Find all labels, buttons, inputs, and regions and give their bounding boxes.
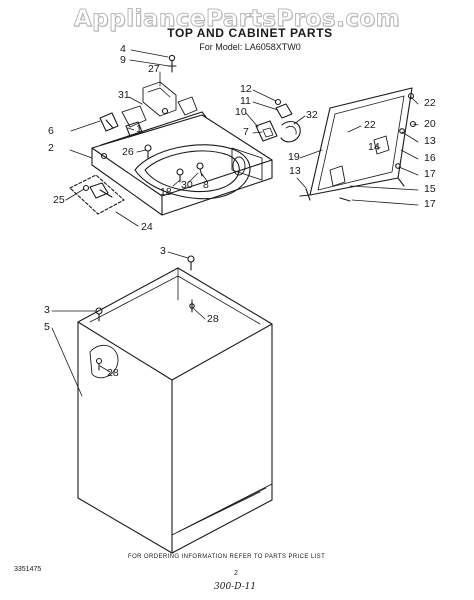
callout-9: 9 <box>120 54 126 66</box>
callout-5: 5 <box>44 321 50 333</box>
hinge-pins <box>99 112 143 137</box>
callout-16: 16 <box>424 152 436 164</box>
control-parts <box>255 98 301 143</box>
leader-lines <box>51 49 419 397</box>
callout-4: 4 <box>120 43 126 55</box>
callout-17-upper: 17 <box>424 168 436 180</box>
document-number: 3351475 <box>14 566 42 573</box>
lid-assembly <box>299 87 417 202</box>
handwritten-note: 300-D-11 <box>214 582 257 592</box>
callout-7: 7 <box>243 126 249 138</box>
callout-12: 12 <box>240 83 252 95</box>
cabinet-body <box>77 255 273 554</box>
callout-22-upper: 22 <box>424 97 436 109</box>
callout-2: 2 <box>48 142 54 154</box>
rear-brackets <box>121 54 198 128</box>
callout-8: 8 <box>203 179 209 191</box>
callout-17-lower: 17 <box>424 198 436 210</box>
callout-28-rear: 28 <box>207 313 219 325</box>
callout-22-lid: 22 <box>364 119 376 131</box>
watermark-text: AppliancePartsPros.com <box>73 6 401 33</box>
callout-3-lower: 3 <box>44 304 50 316</box>
callout-10: 10 <box>235 106 247 118</box>
model-number: For Model: LA6058XTW0 <box>199 42 301 52</box>
callout-32: 32 <box>306 109 318 121</box>
callout-11: 11 <box>240 95 251 107</box>
diagram-title: TOP AND CABINET PARTS <box>167 26 333 40</box>
callout-26: 26 <box>122 146 134 158</box>
callout-18: 18 <box>160 186 172 198</box>
callout-19: 19 <box>288 151 300 163</box>
callout-13-right: 13 <box>424 135 436 147</box>
cabinet-top-panel <box>91 111 273 216</box>
callout-1: 1 <box>136 123 142 135</box>
callout-6: 6 <box>48 125 54 137</box>
callout-13-left: 13 <box>289 165 301 177</box>
top-fasteners <box>100 144 204 183</box>
callout-30: 30 <box>181 179 193 191</box>
callout-24: 24 <box>141 221 153 233</box>
ordering-note: FOR ORDERING INFORMATION REFER TO PARTS … <box>128 554 326 560</box>
callout-3-upper: 3 <box>160 245 166 257</box>
callout-31: 31 <box>118 89 130 101</box>
callout-15: 15 <box>424 183 436 195</box>
hinge-assembly <box>69 174 125 215</box>
callout-27: 27 <box>148 63 160 75</box>
page-number: 2 <box>234 570 238 577</box>
callout-14: 14 <box>368 141 380 153</box>
callout-20: 20 <box>424 118 436 130</box>
callout-25: 25 <box>53 194 65 206</box>
callout-28-front: 28 <box>107 367 119 379</box>
